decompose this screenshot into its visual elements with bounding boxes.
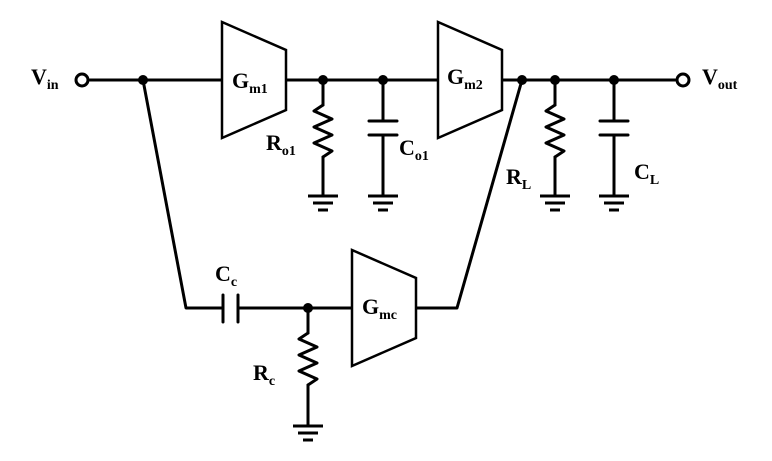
gmc-label: Gmc [362,294,397,323]
gm1-label: Gm1 [232,68,268,97]
junction-dot [303,303,313,313]
gmc-amplifier: Gmc [350,248,418,368]
co1-label: Co1 [399,135,429,164]
ro1-ground-icon [308,194,338,212]
vin-label: Vin [31,64,59,93]
junction-dot [378,75,388,85]
cl-label: CL [634,159,659,188]
vout-label: Vout [702,64,738,93]
co1-ground-icon [368,194,398,212]
rl-label: RL [506,164,531,193]
wire-gmc-to-output [414,78,524,310]
gm2-amplifier: Gm2 [436,20,504,140]
gm2-label: Gm2 [447,64,483,93]
rc-label: Rc [253,360,275,389]
cc-capacitor [221,293,240,324]
junction-dot [138,75,148,85]
rc-resistor [293,306,323,442]
junction-dot [318,75,328,85]
vin-terminal [74,72,90,88]
junction-dot [550,75,560,85]
co1-capacitor [367,78,399,212]
junction-dot [609,75,619,85]
gm1-amplifier: Gm1 [220,20,288,140]
cl-ground-icon [599,194,629,212]
cc-label: Cc [215,261,237,290]
rl-ground-icon [540,194,570,212]
ro1-label: Ro1 [266,130,296,159]
rl-resistor [540,78,570,212]
vout-terminal [675,72,691,88]
cl-capacitor [598,78,630,212]
rc-ground-icon [293,424,323,442]
junction-dot [517,75,527,85]
ro1-resistor [308,78,338,212]
wire-feedforward-to-cc [141,78,225,310]
